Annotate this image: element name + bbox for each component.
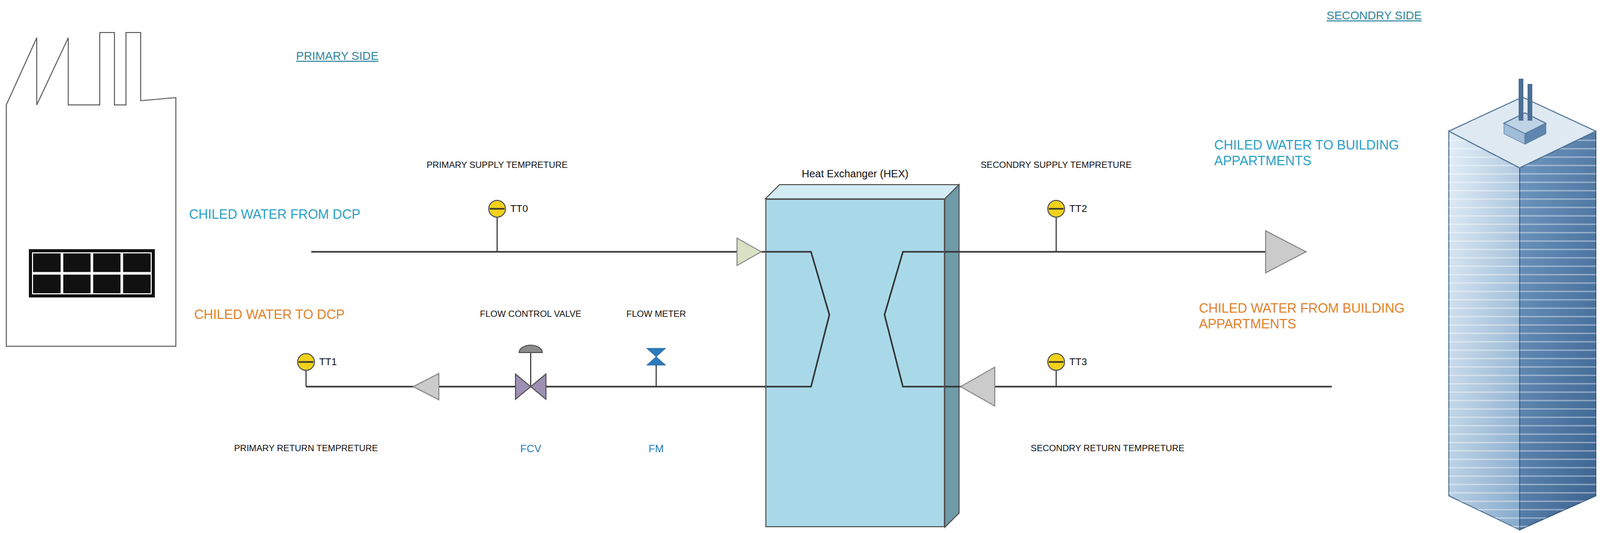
label-holder: SECONDRY SUPPLY TEMPRETURE bbox=[980, 160, 1132, 171]
label-holder: TT0 bbox=[510, 203, 529, 216]
tag-number: FM bbox=[648, 442, 665, 456]
label-holder: SECONDRY RETURN TEMPRETURE bbox=[1030, 443, 1185, 455]
pipe-lines bbox=[306, 251, 1332, 387]
sensor-caption: PRIMARY RETURN TEMPRETURE bbox=[234, 443, 378, 455]
label-holder: TT2 bbox=[1069, 203, 1088, 216]
label-holder: CHILED WATER TO BUILDING APPARTMENTS bbox=[1214, 137, 1430, 169]
tag-number: TT3 bbox=[1069, 356, 1088, 369]
flow-label: CHILED WATER TO BUILDING APPARTMENTS bbox=[1214, 137, 1430, 169]
label-holder: FCV bbox=[520, 442, 542, 456]
flow-arrow bbox=[737, 238, 762, 266]
building-icon bbox=[1448, 78, 1596, 531]
label-holder: FLOW CONTROL VALVE bbox=[479, 309, 582, 320]
flow-label: CHILED WATER FROM BUILDING APPARTMENTS bbox=[1198, 300, 1430, 332]
control-valve-symbol bbox=[515, 345, 546, 400]
temperature-sensor bbox=[297, 353, 315, 387]
tag-number: TT2 bbox=[1069, 203, 1088, 216]
flow-label: CHILED WATER FROM DCP bbox=[188, 206, 361, 223]
label-holder: PRIMARY RETURN TEMPRETURE bbox=[234, 443, 378, 455]
heat-exchanger-body bbox=[765, 184, 960, 528]
label-holder: FLOW METER bbox=[626, 309, 686, 320]
side-heading: PRIMARY SIDE bbox=[296, 49, 379, 63]
label-holder: CHILED WATER TO DCP bbox=[194, 306, 345, 323]
label-holder: FM bbox=[648, 442, 665, 456]
tag-number: FCV bbox=[520, 442, 542, 456]
flow-arrow bbox=[1265, 230, 1307, 273]
tag-number: TT0 bbox=[510, 203, 529, 216]
sensor-caption: PRIMARY SUPPLY TEMPRETURE bbox=[426, 160, 568, 171]
label-holder: TT3 bbox=[1069, 356, 1088, 369]
heading-holder: Heat Exchanger (HEX) bbox=[801, 167, 909, 181]
box-heading: Heat Exchanger (HEX) bbox=[801, 167, 909, 181]
instrument-caption: FLOW CONTROL VALVE bbox=[479, 309, 582, 320]
flow-label: CHILED WATER TO DCP bbox=[194, 306, 345, 323]
flow-arrow bbox=[413, 373, 439, 400]
label-holder: TT1 bbox=[319, 356, 338, 369]
tag-number: TT1 bbox=[319, 356, 338, 369]
flow-arrow bbox=[960, 367, 995, 407]
temperature-sensor bbox=[488, 200, 506, 252]
temperature-sensor bbox=[1047, 353, 1065, 387]
label-holder: PRIMARY SUPPLY TEMPRETURE bbox=[426, 160, 568, 171]
label-holder: CHILED WATER FROM DCP bbox=[188, 206, 361, 223]
label-holder: CHILED WATER FROM BUILDING APPARTMENTS bbox=[1198, 300, 1430, 332]
temperature-sensor bbox=[1047, 200, 1065, 252]
label-holder: SECONDRY SIDE bbox=[1326, 8, 1422, 23]
flow-meter-symbol bbox=[646, 348, 666, 387]
instrument-caption: FLOW METER bbox=[626, 309, 686, 320]
factory-icon bbox=[6, 32, 176, 347]
heat-exchanger-box: Heat Exchanger (HEX) bbox=[765, 198, 945, 528]
sensor-caption: SECONDRY SUPPLY TEMPRETURE bbox=[980, 160, 1132, 171]
label-holder: PRIMARY SIDE bbox=[296, 49, 379, 63]
sensor-caption: SECONDRY RETURN TEMPRETURE bbox=[1030, 443, 1185, 455]
side-heading: SECONDRY SIDE bbox=[1326, 8, 1422, 23]
